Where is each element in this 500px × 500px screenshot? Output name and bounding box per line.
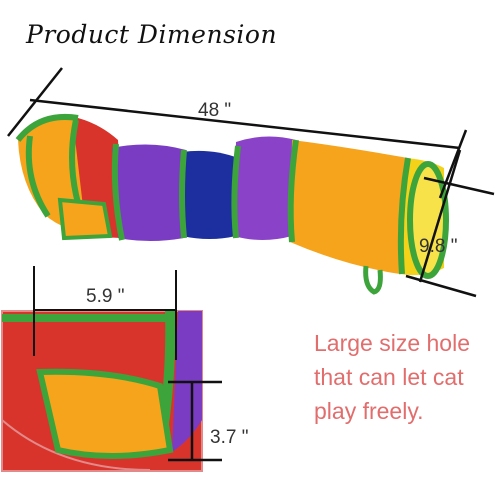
tunnel-segment-purple-2 <box>234 136 296 240</box>
inset-hole <box>36 368 174 459</box>
hole-height-label: 3.7 " <box>210 427 249 448</box>
diameter-tick-top <box>423 176 495 196</box>
diameter-label: 9.8 " <box>419 236 458 257</box>
dimension-lines <box>7 67 495 298</box>
page-title: Product Dimension <box>26 20 278 49</box>
hole-closeup-inset <box>1 266 222 472</box>
tunnel-segment-orange-2 <box>290 140 408 274</box>
length-label: 48 " <box>198 100 232 121</box>
diameter-line <box>418 149 462 283</box>
caption-line-2: that can let cat <box>314 364 464 390</box>
cat-tunnel <box>15 114 449 295</box>
length-tick-right <box>438 129 468 199</box>
length-tick-left <box>7 67 63 137</box>
hanging-loop <box>363 265 383 295</box>
inset-curved-edge <box>1 419 151 471</box>
side-hole <box>57 197 113 241</box>
caption-line-3: play freely. <box>314 398 424 424</box>
diameter-tick-bottom <box>405 274 477 298</box>
tunnel-segment-blue <box>182 150 238 239</box>
caption-line-1: Large size hole <box>314 330 470 356</box>
length-line <box>29 98 461 150</box>
tunnel-segment-purple-1 <box>112 144 186 241</box>
hole-caption: Large size hole that can let cat play fr… <box>314 326 470 428</box>
tunnel-opening <box>407 161 449 279</box>
hole-width-label: 5.9 " <box>86 286 125 307</box>
